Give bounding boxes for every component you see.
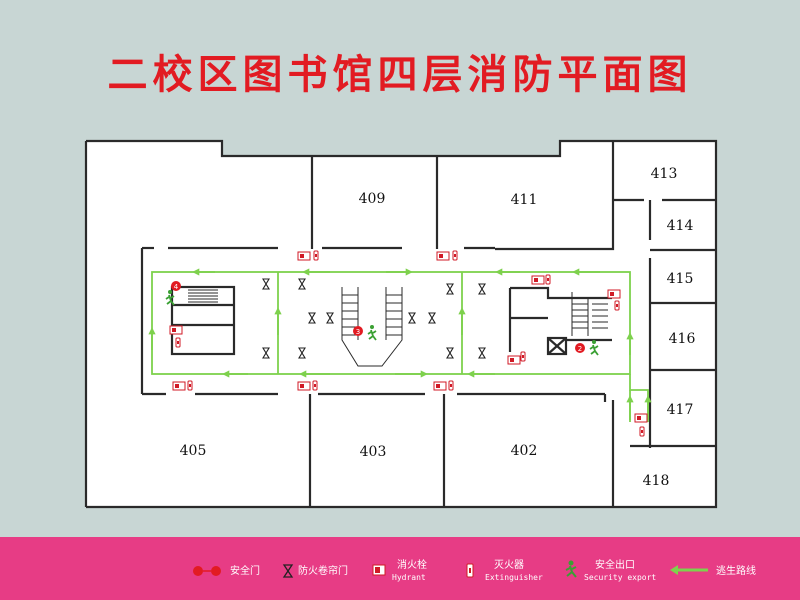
fire-shutter-legend-icon (282, 564, 294, 578)
room-416: 416 (669, 331, 696, 347)
escape-route-legend-icon (670, 565, 708, 575)
extinguisher-icon (452, 250, 458, 261)
legend-exit-en: Security export (584, 573, 657, 582)
safety-door-marker-3: 3 (356, 328, 360, 336)
room-414: 414 (667, 218, 694, 234)
legend-safety-door: 安全门 (230, 566, 260, 577)
safety-door-marker-2: 2 (578, 345, 582, 353)
hydrant-icon (531, 275, 545, 285)
hydrant-icon (297, 381, 311, 391)
room-402: 402 (511, 443, 538, 459)
extinguisher-icon (520, 351, 526, 362)
extinguisher-icon (614, 300, 620, 311)
exit-legend-icon (565, 560, 577, 578)
safety-door-markers: 4 3 2 (171, 281, 585, 353)
extinguisher-icon (639, 426, 645, 437)
extinguisher-icon (187, 380, 193, 391)
safety-door-legend-icon (193, 566, 221, 576)
hydrant-icon (433, 381, 447, 391)
escape-routes (148, 268, 652, 422)
page-title: 二校区图书馆四层消防平面图 (107, 52, 693, 98)
legend-bar: 安全门 防火卷帘门 消火栓 Hydrant 灭火器 Extinguisher 安… (0, 537, 800, 600)
hydrant-icon (172, 381, 186, 391)
room-417: 417 (667, 402, 694, 418)
legend-route: 逃生路线 (716, 566, 756, 577)
legend-hydrant-en: Hydrant (392, 573, 426, 582)
hydrant-icon (634, 413, 648, 423)
extinguisher-legend-icon (466, 563, 474, 578)
room-405: 405 (180, 443, 207, 459)
legend-exit: 安全出口 (595, 560, 635, 571)
extinguisher-icon (312, 380, 318, 391)
room-411: 411 (511, 192, 538, 208)
hydrant-icon (507, 355, 521, 365)
legend-fire-shutter: 防火卷帘门 (298, 566, 348, 577)
room-418: 418 (643, 473, 670, 489)
room-415: 415 (667, 271, 694, 287)
hydrant-icon (169, 325, 183, 335)
floor-plan: 4 3 2 413 414 415 416 417 418 409 411 40… (84, 139, 718, 509)
legend-hydrant: 消火栓 (397, 560, 427, 571)
hydrant-icon (607, 289, 621, 299)
hydrant-icon (436, 251, 450, 261)
legend-extinguisher: 灭火器 (494, 560, 524, 571)
walls (84, 139, 718, 509)
room-413: 413 (651, 166, 678, 182)
extinguisher-icon (545, 274, 551, 285)
room-403: 403 (360, 444, 387, 460)
safety-door-marker-4: 4 (174, 283, 179, 291)
hydrant-icon (297, 251, 311, 261)
room-409: 409 (359, 191, 386, 207)
legend-extinguisher-en: Extinguisher (485, 573, 543, 582)
hydrant-legend-icon (372, 564, 386, 576)
extinguisher-icon (313, 250, 319, 261)
extinguisher-icon (175, 337, 181, 348)
room-labels: 413 414 415 416 417 418 409 411 405 403 … (180, 166, 696, 489)
extinguisher-icon (448, 380, 454, 391)
